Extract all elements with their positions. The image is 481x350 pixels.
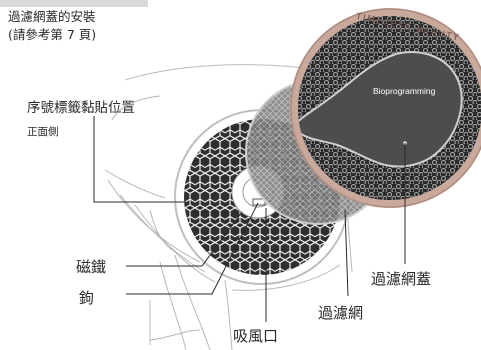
title-line-1: 過濾網蓋的安裝 (8, 9, 96, 24)
header-tab (0, 0, 148, 7)
air-intake-label: 吸風口 (233, 327, 279, 345)
magnet-label: 磁鐵 (76, 258, 107, 276)
leader-filter (344, 209, 349, 297)
sticker-position-label: 序號標籤黏貼位置 (27, 100, 135, 116)
leader-lines (93, 116, 406, 322)
filter-cover-label: 過濾網蓋 (371, 270, 432, 288)
leader-sticker (93, 116, 186, 203)
title-line-2: (請參考第 7 頁) (8, 27, 97, 42)
leader-magnet (126, 211, 243, 267)
cover-logo-text: Bioprogramming (373, 86, 436, 96)
filter-cover (290, 8, 481, 208)
leader-hook (126, 202, 259, 295)
filter-label: 過濾網 (318, 304, 364, 322)
sticker-position-sublabel: 正面側 (27, 126, 59, 138)
hook-label: 鉤 (79, 289, 95, 307)
